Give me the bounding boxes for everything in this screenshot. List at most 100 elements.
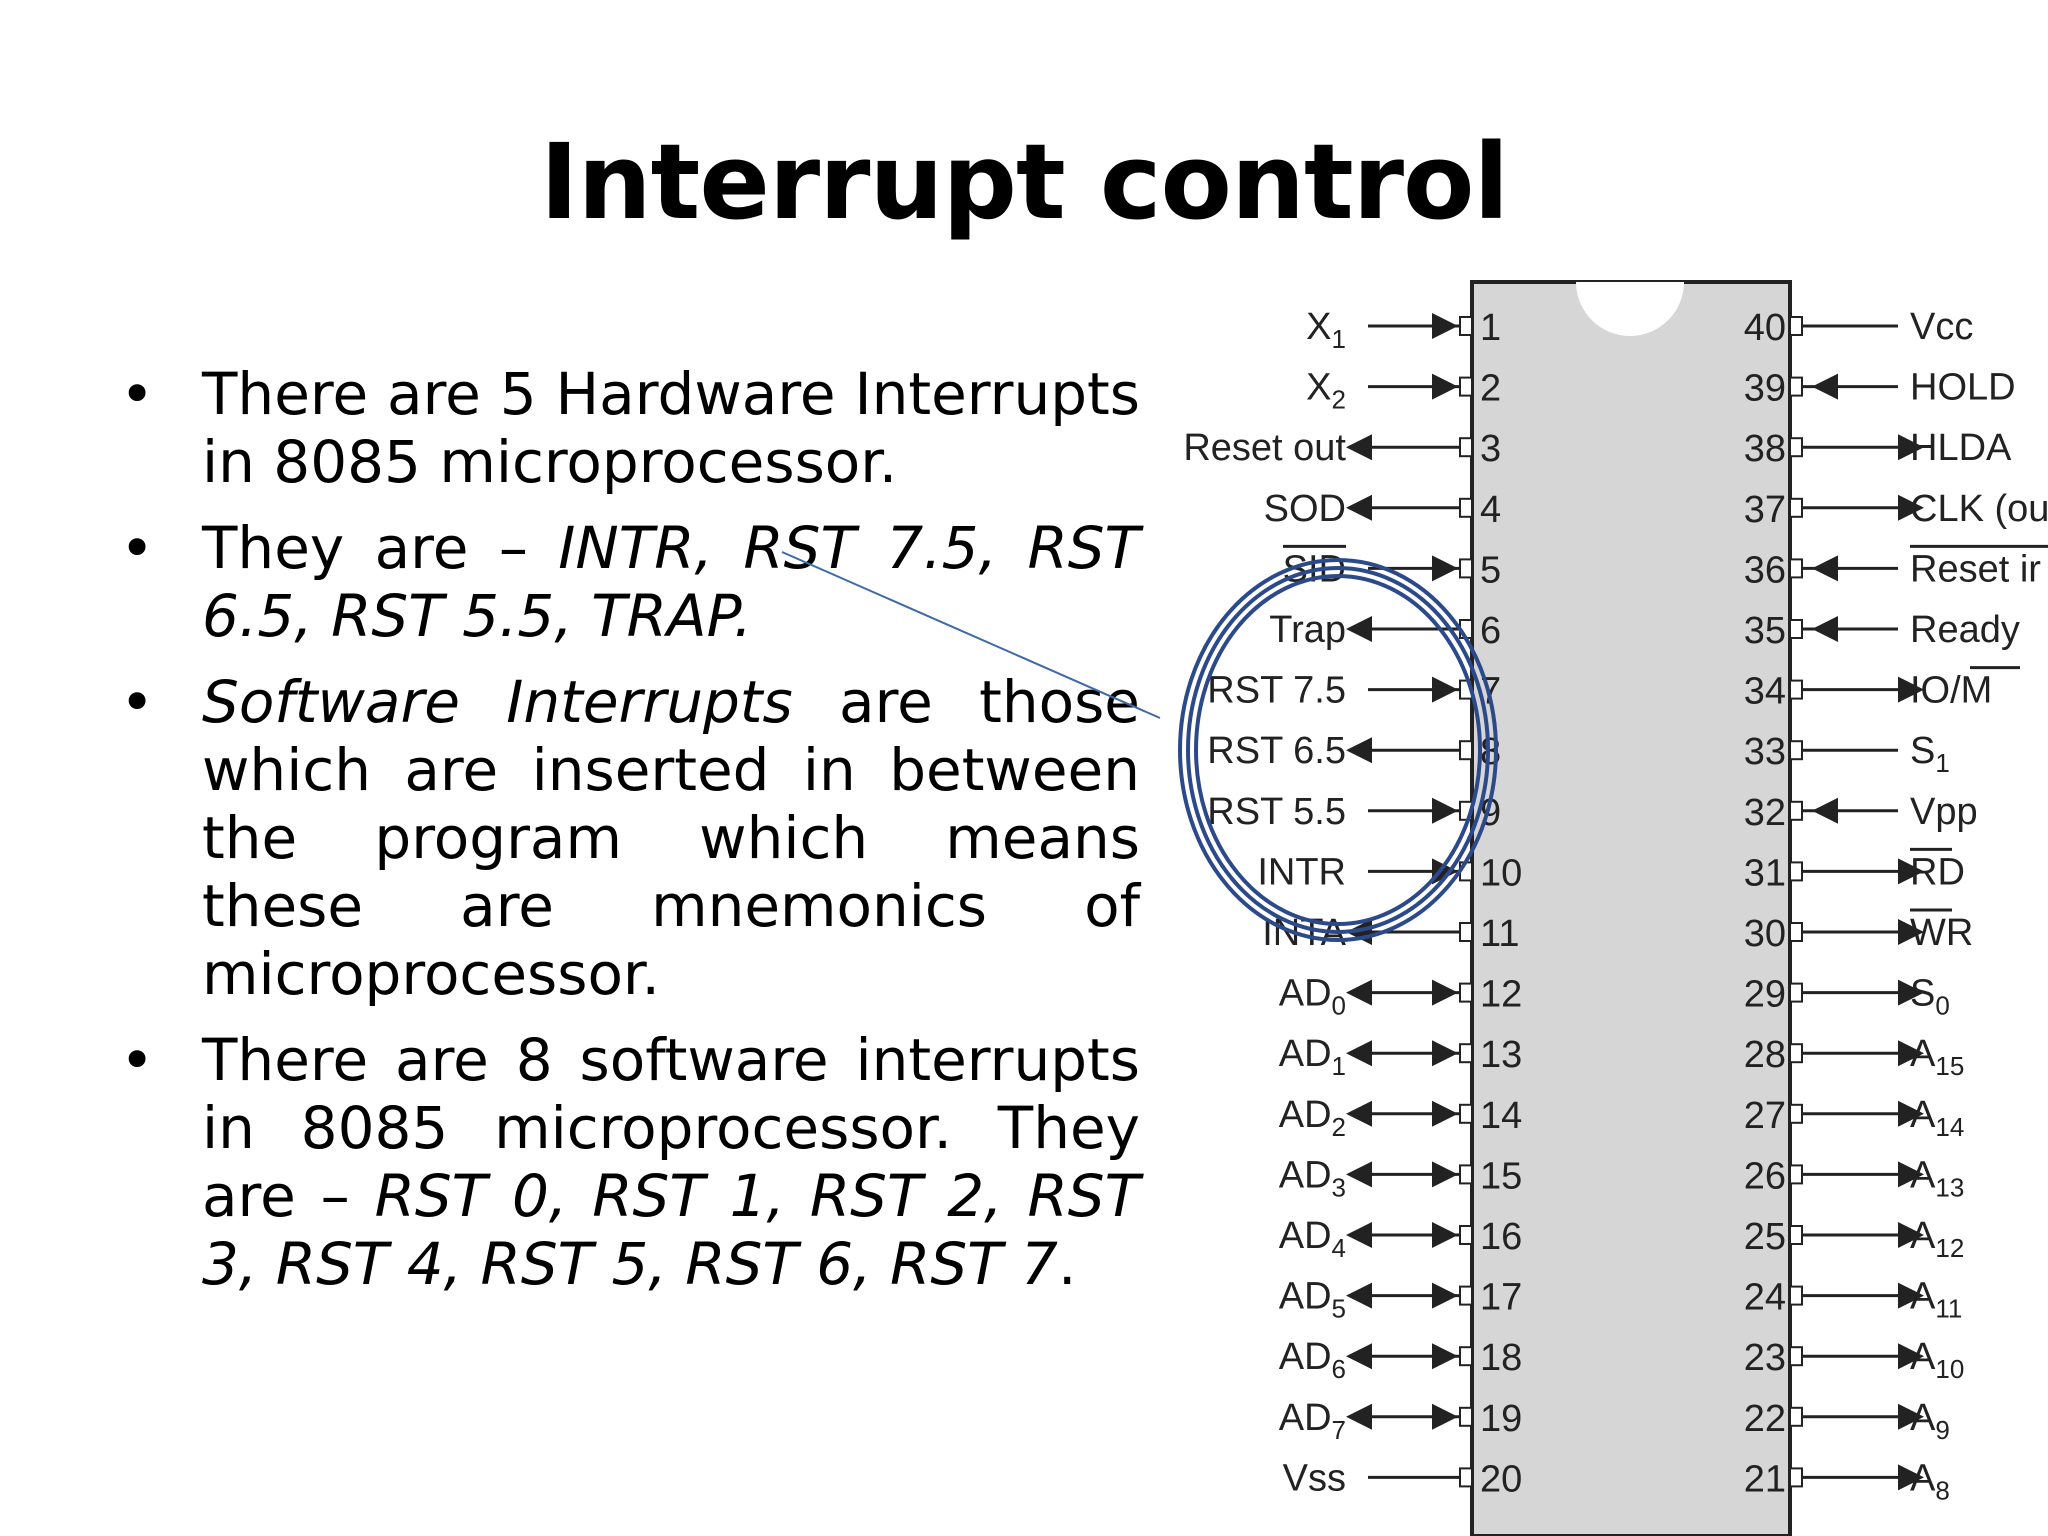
pin-arrow [1432,676,1458,703]
bullet-text: There are 5 Hardware Interrupts in 8085 … [202,360,1140,496]
pin-label-right: A13 [1910,1154,1964,1202]
pin-arrow [1898,1464,1924,1491]
pin-number: 18 [1480,1337,1522,1379]
pin-label-left: AD5 [1279,1276,1346,1324]
pin-label-left: AD1 [1279,1033,1346,1081]
pin-arrow [1898,1222,1924,1248]
pin-arrow [1898,1282,1924,1309]
pin-number: 2 [1480,368,1501,410]
pin-arrow [1432,1343,1458,1370]
pin-number: 36 [1744,549,1786,591]
pin-arrow [1898,1040,1924,1067]
pin-number: 20 [1480,1458,1522,1500]
pin-arrow [1898,434,1924,461]
pin-label-left: RST 6.5 [1207,730,1346,772]
bullet-text-run: INTR, RST 7.5, RST 6.5, RST 5.5, TRAP. [202,514,1140,650]
pin-label-left: INTR [1257,851,1346,893]
pin-arrow [1346,1040,1372,1067]
pin-arrow [1346,1282,1372,1309]
pin-arrow [1898,858,1924,885]
pin-stub [1789,740,1803,761]
pin-arrow [1812,555,1838,582]
highlight-ring [1178,558,1498,942]
pin-label-left: X1 [1306,306,1346,354]
pin-stub [1789,1225,1803,1245]
pin-number: 22 [1744,1398,1786,1440]
pin-arrow [1898,1403,1924,1430]
pin-number: 5 [1480,549,1501,591]
pin-arrow [1346,616,1372,642]
pin-stub [1789,800,1803,821]
pin-stub [1459,1043,1473,1064]
pin-stub [1789,619,1803,639]
pin-number: 17 [1480,1277,1522,1319]
pin-label-left: AD7 [1279,1397,1346,1445]
pin-arrow [1346,1222,1372,1248]
pin-label-left: RST 7.5 [1207,670,1346,712]
pin-label-left: AD6 [1279,1336,1346,1384]
pin-stub [1459,982,1473,1003]
pin-stub [1459,497,1473,518]
pin-arrow [1346,1403,1372,1430]
bullet-item: They are – INTR, RST 7.5, RST 6.5, RST 5… [120,514,1140,650]
pin-number: 33 [1744,731,1786,773]
pin-label-left: AD2 [1279,1094,1346,1142]
pin-number: 23 [1744,1337,1786,1379]
pin-stub [1459,1285,1473,1306]
pin-arrow [1898,1343,1924,1370]
pin-arrow [1432,1403,1458,1430]
pin-number: 27 [1744,1095,1786,1137]
bullet-text-run: They are – [202,514,559,582]
pin-arrow [1346,979,1372,1006]
pin-stub [1789,1346,1803,1367]
pin-label-left: Vss [1283,1457,1346,1499]
pin-label-left: AD0 [1279,973,1346,1021]
pin-number: 39 [1744,368,1786,410]
pin-label-right: HOLD [1910,367,2016,409]
pin-stub [1789,316,1803,336]
bullet-item: Software Interrupts are those which are … [120,668,1140,1008]
pin-stub [1459,376,1473,397]
pin-label-left: RST 5.5 [1207,791,1346,833]
pin-arrow [1346,434,1372,461]
pin-stub [1459,316,1473,336]
pin-arrow [1898,979,1924,1006]
pin-arrow [1432,1222,1458,1248]
pin-stub [1789,437,1803,458]
pin-stub [1789,1043,1803,1064]
pin-number: 16 [1480,1216,1522,1258]
bullet-list: There are 5 Hardware Interrupts in 8085 … [120,360,1140,1316]
bullet-text-run: There are 8 software interrupts in 8085 … [202,1026,1140,1230]
pin-label-right: RD [1910,851,1965,893]
pin-number: 29 [1744,974,1786,1016]
pin-label-left: AD4 [1279,1215,1346,1263]
bullet-text-run: are those which are inserted in between … [202,668,1140,1008]
highlight-ring [1186,566,1490,934]
pin-arrow [1432,979,1458,1006]
pin-stub [1789,982,1803,1003]
pin-stub [1459,1346,1473,1367]
pin-number: 6 [1480,610,1501,652]
pin-stub [1459,922,1473,942]
pin-label-right: Vcc [1910,306,1973,348]
pin-label-left: Reset out [1183,427,1346,469]
pin-number: 31 [1744,852,1786,894]
pin-arrow [1898,919,1924,945]
bullet-item: There are 5 Hardware Interrupts in 8085 … [120,360,1140,496]
pin-stub [1459,1225,1473,1245]
pin-stub [1789,1467,1803,1488]
pin-label-right: CLK (ou [1910,488,2048,530]
pin-arrow [1898,1100,1924,1127]
pin-stub [1789,861,1803,882]
bullet-text-run: There are 5 Hardware Interrupts in 8085 … [202,360,1140,496]
pin-arrow [1812,797,1838,824]
pin-stub [1789,1164,1803,1185]
pin-stub [1789,1285,1803,1306]
pin-stub [1789,1406,1803,1427]
pin-label-right: S0 [1910,973,1950,1021]
pin-number: 21 [1744,1458,1786,1500]
pin-stub [1459,1467,1473,1488]
pin-stub [1789,376,1803,397]
